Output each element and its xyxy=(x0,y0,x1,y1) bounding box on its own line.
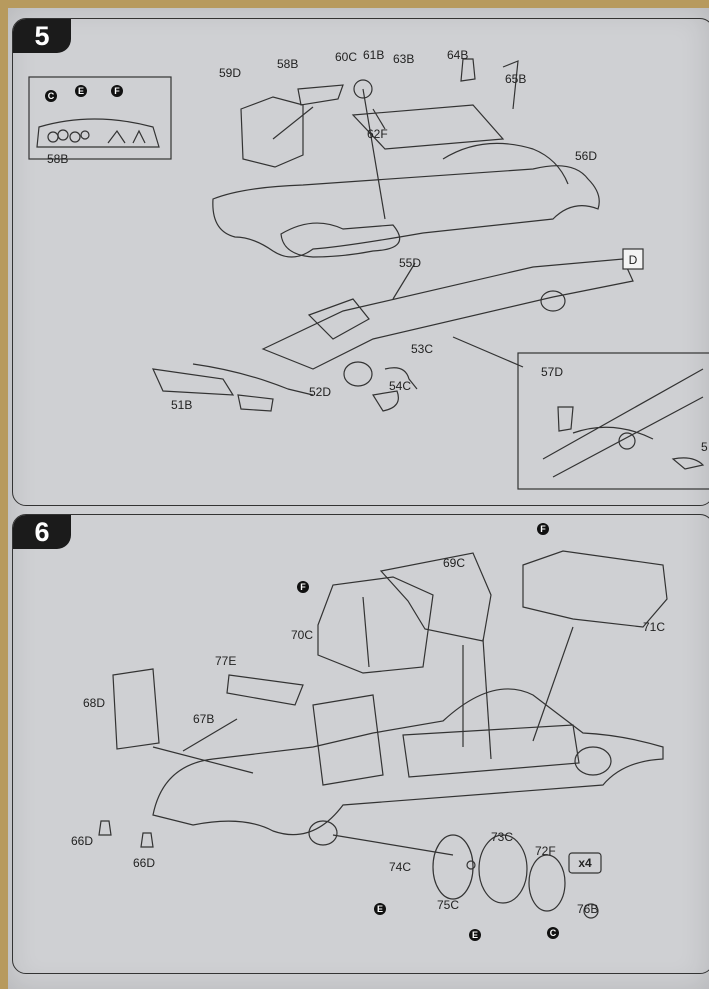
part-label-51: 51B xyxy=(171,398,192,412)
part-54 xyxy=(372,390,399,412)
part-label-54: 54C xyxy=(389,379,411,393)
part-label-58: 58B xyxy=(277,57,298,71)
part-label-62: 62F xyxy=(367,127,388,141)
step6-badges: F F E E C xyxy=(297,523,559,941)
part-label-66a: 66D xyxy=(71,834,93,848)
badge-f-front: F xyxy=(300,582,306,592)
badge-f-rear: F xyxy=(540,524,546,534)
tire xyxy=(478,834,528,904)
front-bumper xyxy=(152,368,235,396)
badge-e-rim: E xyxy=(377,904,383,914)
subassembly-box xyxy=(622,248,644,270)
quantity-label: x4 xyxy=(578,856,592,870)
part-label-52: 52D xyxy=(309,385,331,399)
instruction-sheet xyxy=(8,8,709,989)
chassis xyxy=(261,258,634,370)
hub-cap xyxy=(583,903,599,919)
wheel-pin xyxy=(466,860,476,870)
window-glass xyxy=(226,674,304,706)
badge-c: C xyxy=(48,91,55,101)
dashboard-inset-box xyxy=(28,76,172,160)
part-label-69: 69C xyxy=(443,556,465,570)
part-label-66b: 66D xyxy=(133,856,155,870)
quantity-box xyxy=(568,852,602,874)
step-6-drawing: F F E E C x4 69C 70C 71C 77E 68D 67B 66D… xyxy=(71,523,668,941)
part-label-55: 55D xyxy=(399,256,421,270)
detail-inset-box xyxy=(517,352,709,490)
wheel-rim xyxy=(432,834,474,900)
body-shell xyxy=(212,165,600,258)
part-label-76: 76B xyxy=(577,902,598,916)
part-label-58b-inset: 58B xyxy=(47,152,68,166)
rear-seat xyxy=(522,550,668,628)
part-66a xyxy=(98,820,112,836)
seat-back-part xyxy=(240,96,304,168)
part-label-59: 59D xyxy=(219,66,241,80)
part-label-71: 71C xyxy=(643,620,665,634)
cut-label: 5 xyxy=(701,440,708,454)
step-number: 5 xyxy=(13,19,71,53)
steering-wheel xyxy=(353,79,373,99)
hub-cap-ring xyxy=(528,854,566,912)
badge-e-tire: E xyxy=(472,930,478,940)
part-label-61: 61B xyxy=(363,48,384,62)
part-label-60: 60C xyxy=(335,50,357,64)
part-label-56: 56D xyxy=(575,149,597,163)
badge-f: F xyxy=(114,86,120,96)
part-label-70: 70C xyxy=(291,628,313,642)
part-label-57: 57D xyxy=(541,365,563,379)
subassembly-label: D xyxy=(629,253,638,267)
part-label-53: 53C xyxy=(411,342,433,356)
dashboard-part xyxy=(36,118,160,148)
step-5-panel: 5 xyxy=(12,18,709,506)
part-label-68: 68D xyxy=(83,696,105,710)
dashboard-bulkhead xyxy=(312,694,384,786)
part-label-72: 72F xyxy=(535,844,556,858)
part-label-65: 65B xyxy=(505,72,526,86)
part-label-75: 75C xyxy=(437,898,459,912)
part-label-64: 64B xyxy=(447,48,468,62)
bar-part xyxy=(182,718,238,752)
step-5-drawing: C E F D 58B 59D 58B 60C 61B 63B 64B 65B … xyxy=(28,48,709,490)
part-label-77: 77E xyxy=(215,654,236,668)
car-body xyxy=(152,688,664,836)
front-seat xyxy=(317,576,434,674)
badge-c-ring: C xyxy=(550,928,557,938)
door-panel xyxy=(112,668,160,750)
step-6-panel: 6 xyxy=(12,514,709,974)
rear-wheel-hub xyxy=(540,290,566,312)
part-53 xyxy=(384,367,418,390)
front-wheel xyxy=(308,820,338,846)
dash-badges: C E F xyxy=(45,85,123,102)
front-wheel-hub xyxy=(343,361,373,387)
part-label-63: 63B xyxy=(393,52,414,66)
step-number: 6 xyxy=(13,515,71,549)
rear-wheel xyxy=(574,746,612,776)
badge-e: E xyxy=(78,86,84,96)
windshield-part xyxy=(351,104,505,150)
seat-back-panel xyxy=(379,552,492,642)
part-label-67: 67B xyxy=(193,712,214,726)
part-66b xyxy=(140,832,154,848)
part-label-74: 74C xyxy=(389,860,411,874)
part-label-73: 73C xyxy=(491,830,513,844)
